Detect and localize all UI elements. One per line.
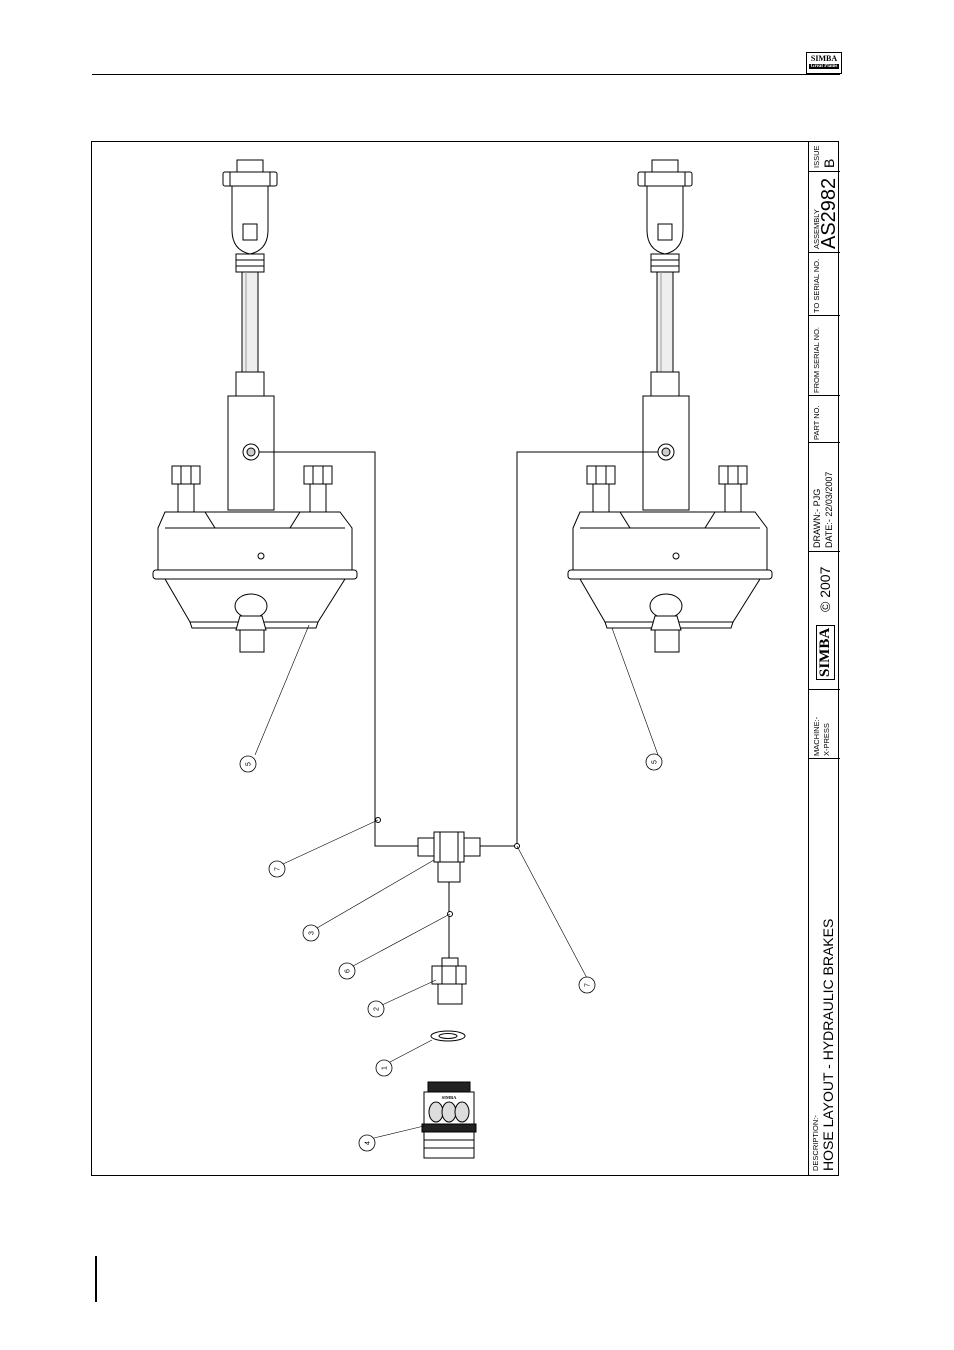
callout-1: 1 <box>376 1060 392 1076</box>
mounting-bolt-left-1 <box>172 466 200 512</box>
coupling-marking: SIMBA <box>442 1095 458 1100</box>
callout-5-left: 5 <box>240 756 256 772</box>
callout-5-right: 5 <box>646 754 662 770</box>
description-text: HOSE LAYOUT - HYDRAULIC BRAKES <box>820 919 836 1171</box>
callout-2: 2 <box>368 1001 384 1017</box>
machine-cell: MACHINE:- X-PRESS <box>809 690 840 759</box>
machine-value: X-PRESS <box>822 723 831 756</box>
brake-actuator-right <box>568 160 772 652</box>
callout-label: 2 <box>374 1007 381 1011</box>
hose-right <box>480 452 658 846</box>
assembly-number: AS2982 <box>818 178 841 249</box>
callout-7-right: 7 <box>579 977 595 993</box>
logo-cell: SIMBA © 2007 <box>809 552 840 690</box>
callout-3: 3 <box>303 925 319 941</box>
title-block: ISSUE B ASSEMBLY AS2982 TO SERIAL NO. FR… <box>808 141 839 1176</box>
drawn-by: PJG <box>812 489 822 507</box>
part-no-cell: PART NO. <box>809 396 840 443</box>
assembly-cell: ASSEMBLY AS2982 <box>809 172 840 253</box>
from-serial-cell: FROM SERIAL NO. <box>809 316 840 396</box>
mounting-bolt-left-2 <box>304 466 332 512</box>
drawn-label: DRAWN:- <box>812 509 822 548</box>
callout-4: 4 <box>359 1135 375 1151</box>
callout-label: 4 <box>365 1141 372 1145</box>
machine-label: MACHINE:- <box>812 717 821 756</box>
hose-left <box>259 452 418 846</box>
quick-coupling <box>422 1082 476 1158</box>
washer <box>431 1031 465 1041</box>
to-serial-cell: TO SERIAL NO. <box>809 253 840 316</box>
mounting-bolt-right-2 <box>719 466 747 512</box>
copyright: © 2007 <box>817 567 833 612</box>
callout-label: 5 <box>246 762 253 766</box>
callout-label: 1 <box>382 1066 389 1070</box>
drawn-cell: DRAWN:- PJG DATE:- 22/03/2007 <box>809 443 840 552</box>
date-label: DATE:- <box>824 519 834 548</box>
issue-value: B <box>821 159 837 168</box>
tee-piece <box>418 832 480 882</box>
from-serial-label: FROM SERIAL NO. <box>812 327 821 393</box>
drawn-line: DRAWN:- PJG <box>812 489 822 548</box>
callout-7-left: 7 <box>269 861 285 877</box>
callout-label: 7 <box>275 867 282 871</box>
part-no-label: PART NO. <box>812 405 821 440</box>
brake-actuator-left <box>153 160 357 652</box>
callout-label: 6 <box>345 969 352 973</box>
to-serial-label: TO SERIAL NO. <box>812 259 821 313</box>
description-cell: DESCRIPTION:- HOSE LAYOUT - HYDRAULIC BR… <box>809 759 840 1176</box>
callout-label: 5 <box>652 760 659 764</box>
date-line: DATE:- 22/03/2007 <box>824 472 834 548</box>
description-label: DESCRIPTION:- <box>811 1115 820 1171</box>
callout-6: 6 <box>339 963 355 979</box>
adapter <box>432 958 466 1004</box>
issue-cell: ISSUE B <box>809 141 840 172</box>
mounting-bolt-right-1 <box>587 466 615 512</box>
date-value: 22/03/2007 <box>824 472 834 517</box>
callout-label: 3 <box>309 931 316 935</box>
title-block-logo: SIMBA <box>816 625 835 680</box>
issue-label: ISSUE <box>812 145 821 168</box>
footer-rule <box>95 1256 97 1302</box>
callout-label: 7 <box>585 983 592 987</box>
